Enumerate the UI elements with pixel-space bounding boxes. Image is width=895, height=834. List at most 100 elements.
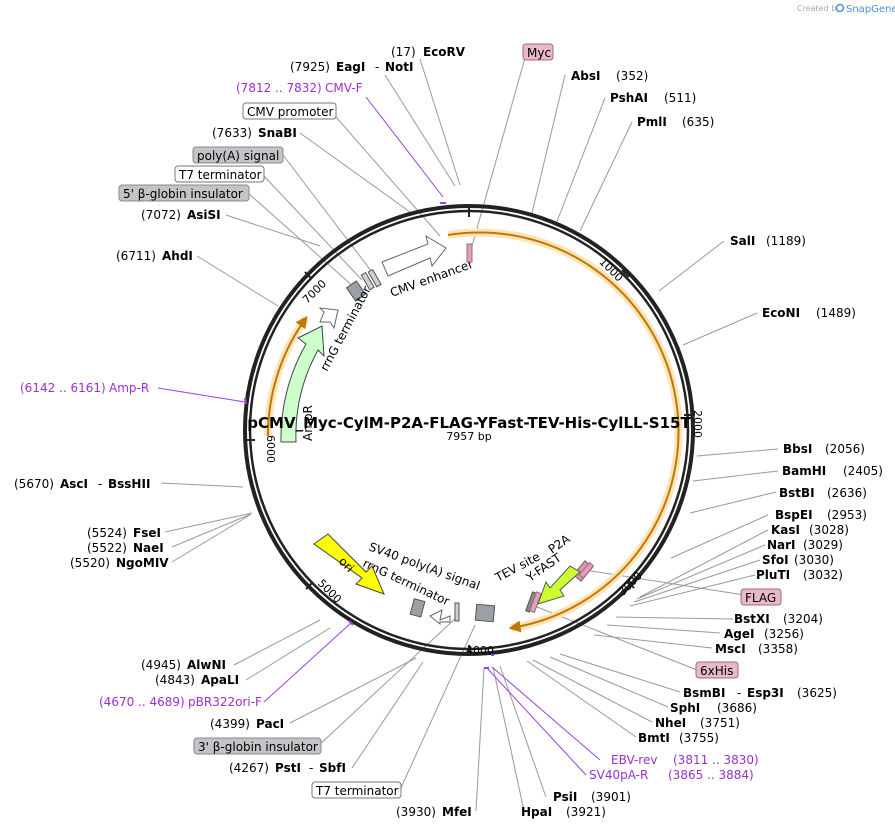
enzyme-name-alt: NotI xyxy=(385,60,414,74)
primer-name: pBR322ori-F xyxy=(188,695,262,709)
enzyme-name: BamHI xyxy=(782,464,826,478)
enzyme-name: NgoMIV xyxy=(116,556,169,570)
primer-name: SV40pA-R xyxy=(589,768,648,782)
y-fast-arrow xyxy=(537,565,581,605)
enzyme-name: EagI xyxy=(336,60,365,74)
globin-5-callout-box xyxy=(118,184,250,202)
enzyme-name: PmlI xyxy=(637,115,667,129)
tick-label-4000: 4000 xyxy=(466,644,494,657)
enzyme-name: AscI xyxy=(60,477,88,491)
enzyme-name: MscI xyxy=(715,642,746,656)
enzyme-pos: (4843) xyxy=(155,673,195,687)
plasmid-size: 7957 bp xyxy=(446,430,491,443)
enzyme-pos: (3030) xyxy=(794,553,834,567)
rrng-terminator-top-label: rrnG terminator xyxy=(317,284,373,374)
primer-range: (4670 .. 4689) xyxy=(99,695,185,709)
tick-label-7000: 7000 xyxy=(300,277,329,306)
sv40-polya-box xyxy=(474,603,496,623)
enzyme-name: BbsI xyxy=(783,442,812,456)
created-by-text: Created by xyxy=(797,4,841,13)
enzyme-name: AsiSI xyxy=(187,208,221,222)
enzyme-name-alt: SbfI xyxy=(319,761,346,775)
primer-range: (3811 .. 3830) xyxy=(673,753,759,767)
enzyme-name: AgeI xyxy=(724,627,754,641)
snapgene-brand: SnapGene xyxy=(846,4,895,15)
enzyme-pos: (511) xyxy=(664,91,696,105)
tick-label-6000: 6000 xyxy=(264,435,277,463)
enzyme-name: HpaI xyxy=(521,805,552,819)
enzyme-pos: (4267) xyxy=(229,761,269,775)
cmv-promoter-callout-box xyxy=(242,102,337,120)
polya-signal-box xyxy=(345,280,367,302)
enzyme-pos: (3921) xyxy=(566,805,606,819)
orf-ampr-arrow xyxy=(266,316,308,437)
orf-main-arrow xyxy=(447,231,680,633)
enzyme-name: KasI xyxy=(771,523,800,537)
enzyme-pos: (4399) xyxy=(210,717,250,731)
enzyme-sep: - xyxy=(98,477,102,491)
enzyme-pos: (3256) xyxy=(764,627,804,641)
myc-tag-mark xyxy=(466,243,473,263)
enzyme-pos: (3751) xyxy=(700,716,740,730)
enzyme-name-alt: BssHII xyxy=(108,477,150,491)
enzyme-pos: (1189) xyxy=(766,234,806,248)
tick-marks xyxy=(246,207,694,655)
globin-insulator-box xyxy=(367,268,382,288)
t7-terminator-bottom-callout-label: T7 terminator xyxy=(315,784,399,798)
enzyme-pos: (5524) xyxy=(87,526,127,540)
enzyme-sep: - xyxy=(309,761,313,775)
enzyme-name: SfoI xyxy=(762,553,789,567)
globin-insulator-3-box xyxy=(409,598,426,618)
enzyme-name: EcoRV xyxy=(423,45,466,59)
polya-signal-callout-label: poly(A) signal xyxy=(197,149,279,163)
enzyme-name: PsiI xyxy=(553,790,577,804)
ori-arrow xyxy=(313,533,385,595)
enzyme-name: BspEI xyxy=(775,508,813,522)
ampr-label: AmpR xyxy=(301,405,315,441)
primer-connector-lines xyxy=(157,96,601,776)
enzyme-pos: (3625) xyxy=(797,686,837,700)
enzyme-pos: (7633) xyxy=(212,126,252,140)
primer-name: CMV-F xyxy=(325,81,363,95)
enzyme-name: ApaLI xyxy=(201,673,239,687)
ampr-arrow xyxy=(280,325,325,443)
globin-3-callout-label: 3' β-globin insulator xyxy=(198,740,318,754)
enzyme-pos: (3029) xyxy=(803,538,843,552)
enzyme-name: PshAI xyxy=(610,91,648,105)
enzyme-name: BsmBI xyxy=(683,686,725,700)
enzyme-name: NheI xyxy=(655,716,686,730)
tick-label-2000: 2000 xyxy=(691,410,704,438)
primer-labels: (7812 .. 7832) CMV-F (6142 .. 6161) Amp-… xyxy=(20,81,759,782)
enzyme-name: BstXI xyxy=(734,612,770,626)
t7-terminator-top-callout-label: T7 terminator xyxy=(178,168,262,182)
enzyme-pos: (5520) xyxy=(70,556,110,570)
enzyme-name: PstI xyxy=(275,761,301,775)
enzyme-pos: (3930) xyxy=(396,805,436,819)
enzyme-name: AlwNI xyxy=(187,658,226,672)
polya-signal-callout-box xyxy=(192,146,284,164)
flag-tag-mark xyxy=(578,561,595,579)
primer-name: Amp-R xyxy=(109,381,149,395)
enzyme-pos: (3028) xyxy=(809,523,849,537)
plasmid-name: pCMV_Myc-CylM-P2A-FLAG-YFast-TEV-His-Cyl… xyxy=(247,414,691,432)
enzyme-pos: (3358) xyxy=(758,642,798,656)
enzyme-name: NarI xyxy=(767,538,796,552)
six-his-callout-label: 6xHis xyxy=(700,664,733,678)
t7-terminator-box xyxy=(360,271,375,291)
his-tag-mark xyxy=(529,591,542,614)
enzyme-name: PacI xyxy=(256,717,284,731)
cmv-enhancer-arrow xyxy=(381,234,447,277)
enzyme-name: SphI xyxy=(670,701,700,715)
flag-callout-label: FLAG xyxy=(745,591,776,605)
enzyme-name: SnaBI xyxy=(258,126,297,140)
enzyme-name: MfeI xyxy=(442,805,472,819)
cmv-promoter-callout-label: CMV promoter xyxy=(247,105,334,119)
flag-callout-box xyxy=(740,588,782,606)
enzyme-pos: (352) xyxy=(616,69,648,83)
enzyme-name: AhdI xyxy=(162,249,193,263)
globin-3-callout-box xyxy=(193,737,322,755)
snapgene-logo-icon xyxy=(835,3,845,13)
enzyme-pos: (17) xyxy=(391,45,416,59)
enzyme-name: BstBI xyxy=(779,486,815,500)
